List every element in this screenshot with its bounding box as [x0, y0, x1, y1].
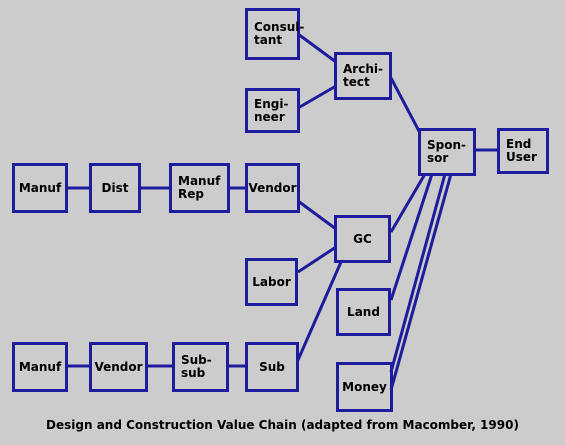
node-labor: Labor: [245, 258, 298, 306]
node-vendor-top: Vendor: [245, 163, 300, 213]
node-gc: GC: [334, 215, 391, 263]
link-engineer-architect: [297, 84, 337, 110]
link-money-sponsor-a: [389, 173, 447, 373]
link-money-sponsor-b: [389, 173, 453, 391]
link-vendor-gc: [297, 199, 337, 231]
link-architect-sponsor: [389, 77, 422, 134]
node-dist: Dist: [89, 163, 141, 213]
node-engineer: Engi- neer: [245, 88, 300, 133]
link-land-sponsor: [389, 173, 434, 301]
link-gc-sponsor: [389, 173, 427, 233]
node-vendor-bottom: Vendor: [89, 342, 148, 392]
node-land: Land: [336, 288, 391, 336]
node-end-user: End User: [497, 128, 549, 174]
node-sponsor: Spon- sor: [418, 128, 476, 176]
node-architect: Archi- tect: [334, 52, 392, 100]
link-labor-gc: [297, 245, 337, 274]
node-manuf-bottom: Manuf: [12, 342, 68, 392]
node-consultant: Consul- tant: [245, 8, 304, 60]
node-sub-sub: Sub- sub: [172, 342, 229, 392]
node-manuf-top: Manuf: [12, 163, 68, 213]
node-money: Money: [336, 362, 393, 412]
node-manuf-rep: Manuf Rep: [169, 163, 230, 213]
node-sub: Sub: [245, 342, 299, 392]
link-sub-gc: [296, 261, 343, 361]
diagram-caption: Design and Construction Value Chain (ada…: [46, 418, 519, 432]
link-consultant-architect: [297, 32, 337, 64]
